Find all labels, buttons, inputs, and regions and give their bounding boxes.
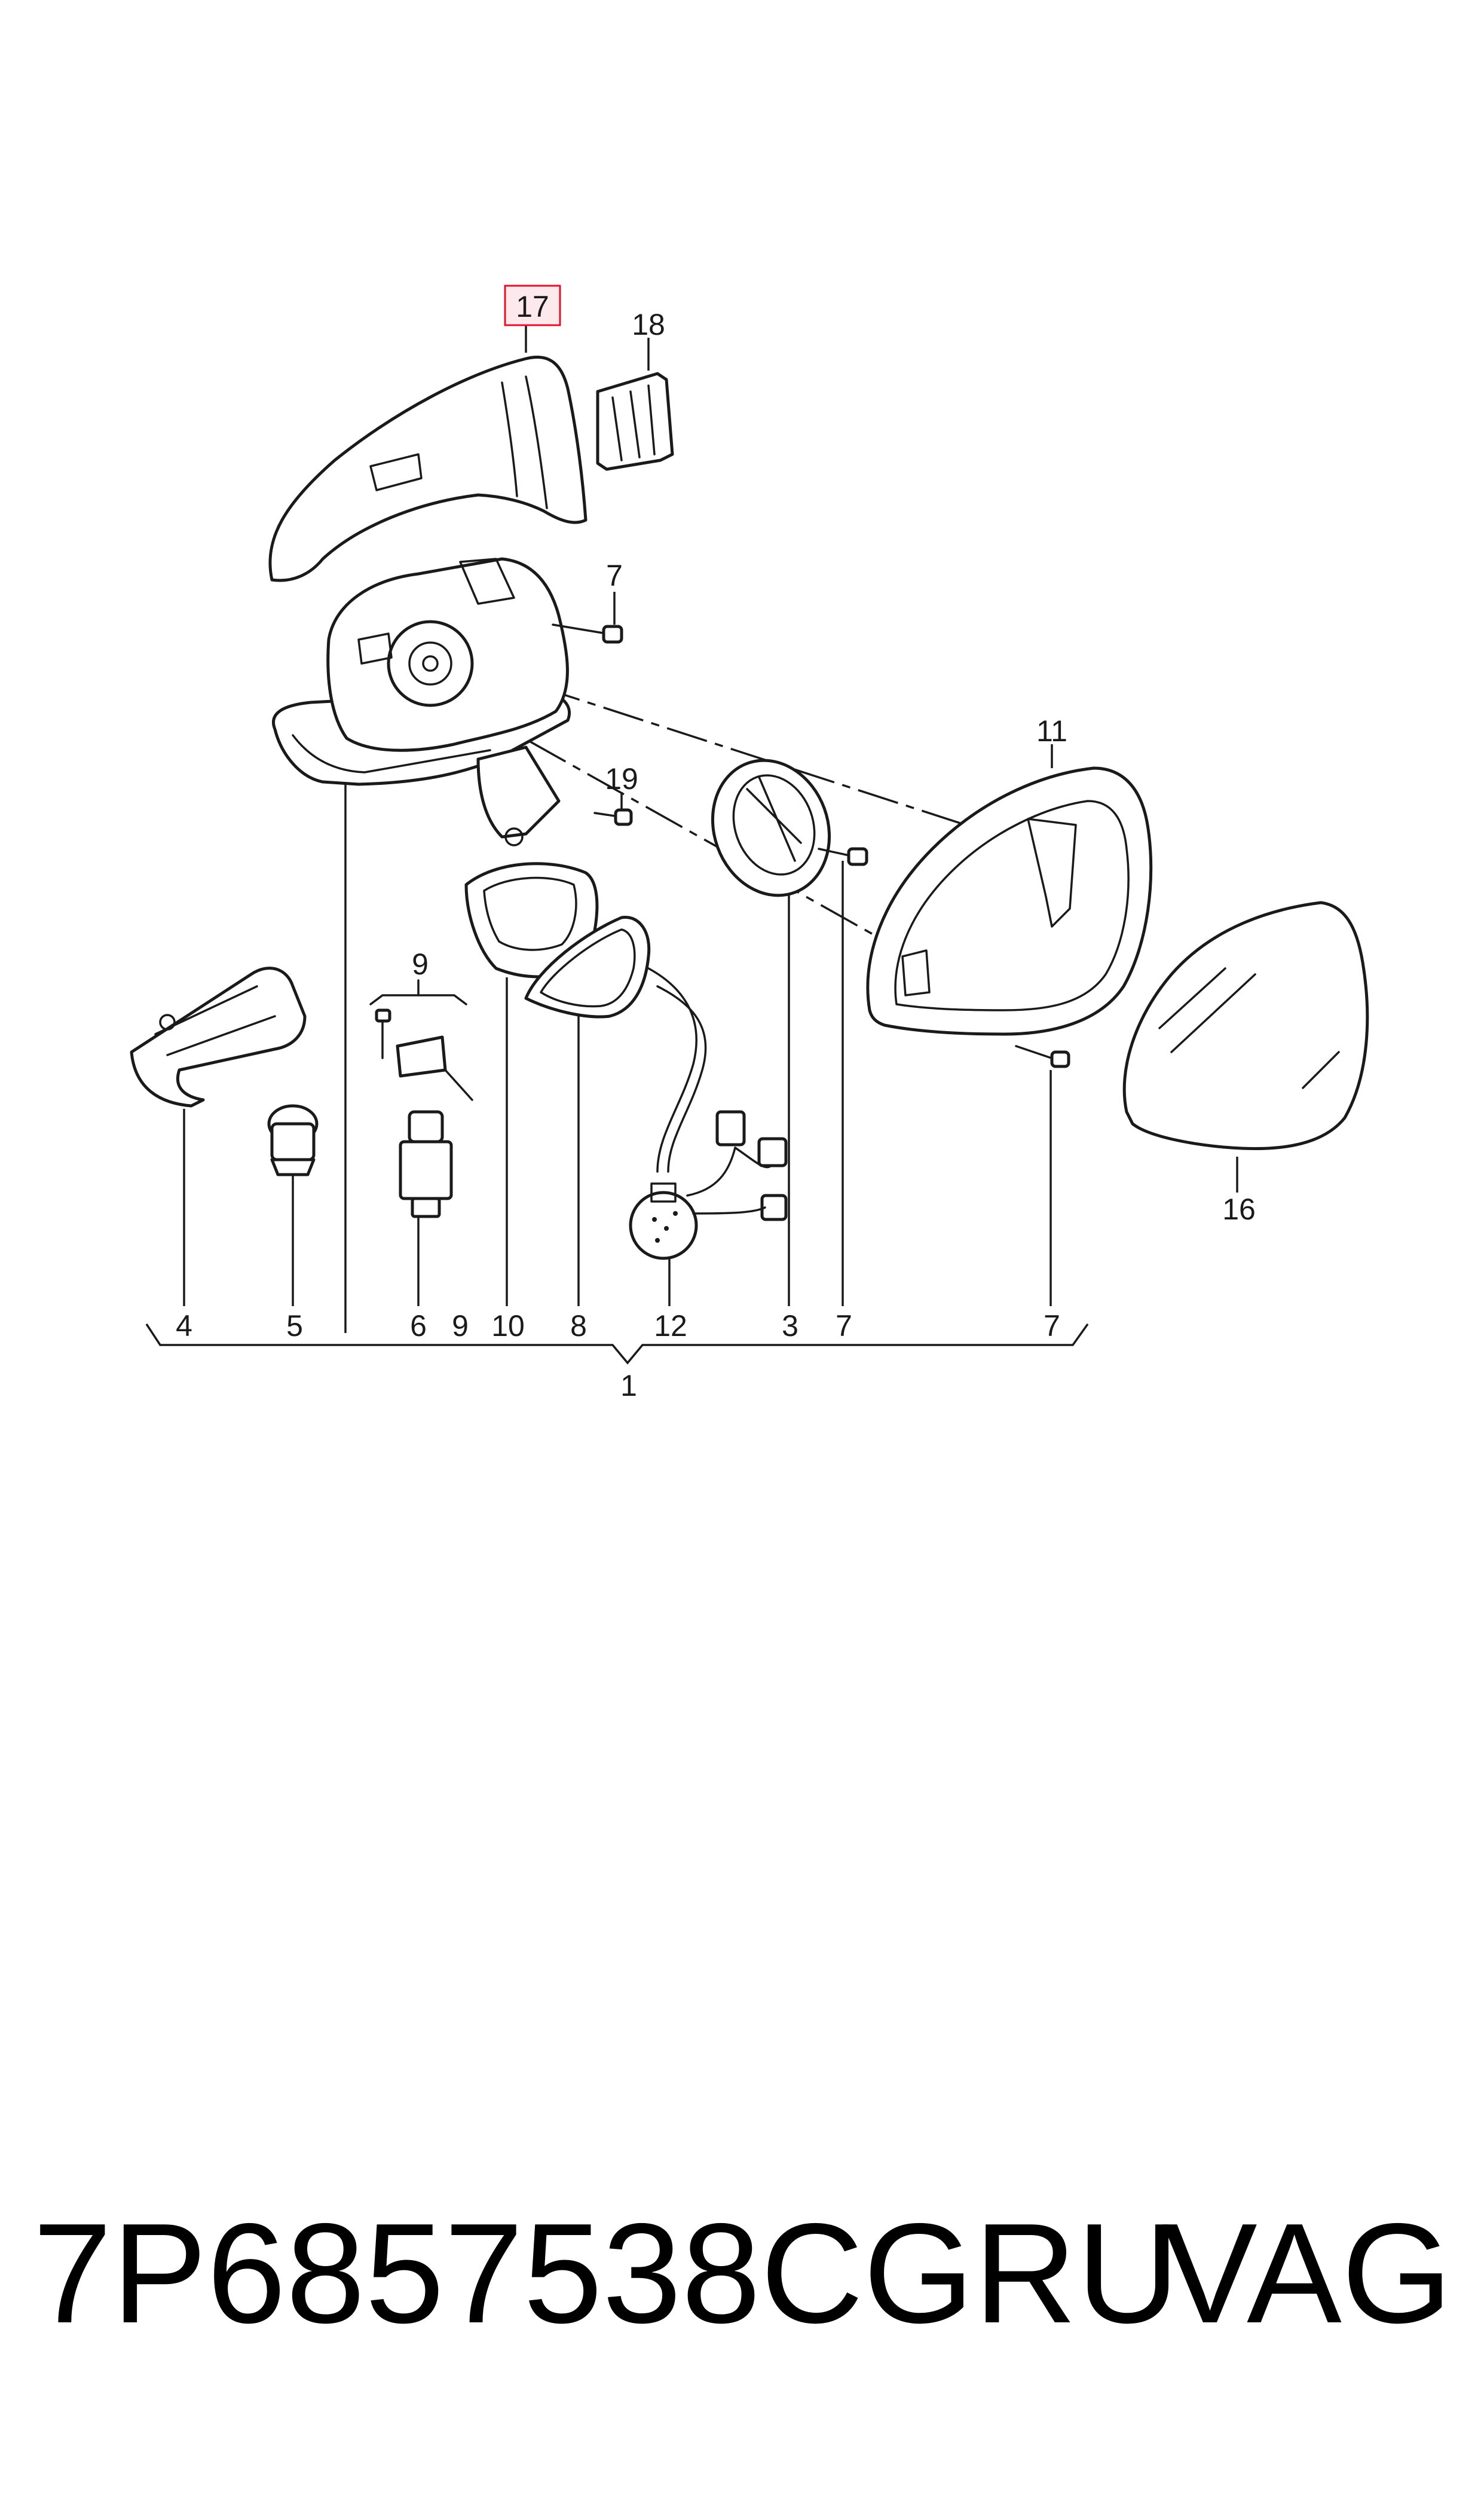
assembly-bracket xyxy=(145,1323,1089,1365)
callout-18[interactable]: 18 xyxy=(632,308,665,341)
callout-8[interactable]: 8 xyxy=(570,1309,587,1343)
callout-5[interactable]: 5 xyxy=(286,1309,303,1343)
part-17-mirror-cap[interactable] xyxy=(268,355,588,582)
highlight-box-17 xyxy=(504,285,561,326)
leader-lines xyxy=(183,326,1238,1333)
callout-9-top[interactable]: 9 xyxy=(412,947,429,981)
part-4-turn-signal[interactable] xyxy=(130,967,307,1108)
part-7-screw-motor[interactable] xyxy=(818,847,868,866)
callout-1[interactable]: 1 xyxy=(620,1369,637,1402)
callout-9[interactable]: 9 xyxy=(452,1309,469,1343)
callout-16[interactable]: 16 xyxy=(1222,1193,1256,1226)
callout-3[interactable]: 3 xyxy=(782,1309,798,1343)
part-9-fastener-group[interactable] xyxy=(369,979,473,1101)
callout-17[interactable]: 17 xyxy=(516,290,549,323)
callout-6[interactable]: 6 xyxy=(410,1309,427,1343)
axis-line-upper xyxy=(412,644,1058,856)
part-5-bulb[interactable] xyxy=(267,1104,319,1176)
part-16-mirror-glass[interactable] xyxy=(1122,901,1369,1151)
part-6-switch[interactable] xyxy=(399,1110,453,1218)
part-19-screw[interactable] xyxy=(593,808,633,826)
part-3-adjustment-motor[interactable] xyxy=(694,744,847,912)
callout-7-right[interactable]: 7 xyxy=(1044,1309,1060,1343)
callout-7-upper[interactable]: 7 xyxy=(606,559,623,592)
callout-7-motor[interactable]: 7 xyxy=(836,1309,852,1343)
part-7-screw-upper[interactable] xyxy=(552,623,623,644)
part-11-housing-frame[interactable] xyxy=(866,766,1153,1036)
brand-label: VAG xyxy=(1162,2194,1452,2353)
part-number: 7P6857538CGRU xyxy=(33,2194,1180,2353)
callout-12[interactable]: 12 xyxy=(654,1309,687,1343)
part-10-puddle-lamp-housing[interactable] xyxy=(464,862,599,979)
callout-11[interactable]: 11 xyxy=(1036,714,1067,748)
part-7-screw-right[interactable] xyxy=(1015,1045,1070,1068)
part-18-clip[interactable] xyxy=(596,372,674,471)
callout-19[interactable]: 19 xyxy=(605,762,638,796)
part-12-wiring-harness[interactable] xyxy=(629,967,788,1260)
callout-4[interactable]: 4 xyxy=(176,1309,192,1343)
callout-10[interactable]: 10 xyxy=(491,1309,525,1343)
part-8-gasket[interactable] xyxy=(524,915,651,1019)
mirror-base-carrier[interactable] xyxy=(272,557,571,846)
